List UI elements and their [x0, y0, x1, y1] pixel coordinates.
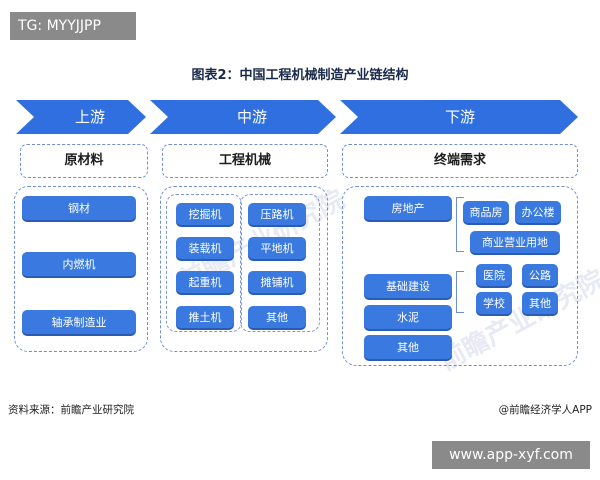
upstream-arrow	[16, 100, 146, 134]
midstream-inner-right	[240, 194, 320, 332]
item-mid-other: 其他	[248, 306, 306, 328]
item-crane: 起重机	[176, 271, 234, 293]
figure-title: 图表2：中国工程机械制造产业链结构	[191, 68, 409, 83]
stage-midstream-label: 中游	[236, 108, 267, 126]
item-loader: 装载机	[176, 237, 234, 259]
tag-label-bottom: www.app-xyf.com	[432, 441, 590, 469]
item-cement: 水泥	[364, 305, 452, 329]
source-note: 资料来源：前瞻产业研究院	[8, 404, 134, 416]
downstream-arrow	[340, 100, 578, 134]
item-hospital: 医院	[476, 264, 512, 286]
credit-note: @前瞻经济学人APP	[498, 404, 592, 416]
item-commercial-housing: 商品房	[463, 201, 509, 223]
tag-label-top: TG: MYYJJPP	[10, 12, 136, 40]
item-infra-other: 其他	[522, 292, 558, 314]
header-raw-materials: 原材料	[20, 144, 148, 178]
infrastructure-bracket	[456, 271, 464, 313]
item-highway: 公路	[522, 264, 558, 286]
midstream-arrow	[150, 100, 336, 134]
real-estate-bracket	[456, 197, 464, 252]
item-paver: 摊铺机	[248, 271, 306, 293]
item-bulldozer: 推土机	[176, 306, 234, 328]
midstream-inner-left	[166, 194, 242, 332]
item-real-estate: 房地产	[364, 196, 452, 220]
item-down-other: 其他	[364, 335, 452, 359]
item-office-building: 办公楼	[515, 201, 561, 223]
item-commercial-land: 商业营业用地	[470, 231, 560, 253]
stage-upstream-label: 上游	[74, 108, 105, 126]
item-excavator: 挖掘机	[176, 203, 234, 225]
item-combustion-engine: 内燃机	[22, 252, 136, 276]
stage-downstream-label: 下游	[444, 108, 475, 126]
header-end-demand: 终端需求	[342, 144, 578, 178]
item-grader: 平地机	[248, 237, 306, 259]
item-infrastructure: 基础建设	[364, 274, 452, 298]
header-machinery: 工程机械	[162, 144, 328, 178]
item-road-roller: 压路机	[248, 203, 306, 225]
item-bearing-manufacturing: 轴承制造业	[22, 310, 136, 334]
stage-arrows	[16, 100, 578, 134]
item-steel: 钢材	[22, 196, 136, 220]
item-school: 学校	[476, 292, 512, 314]
